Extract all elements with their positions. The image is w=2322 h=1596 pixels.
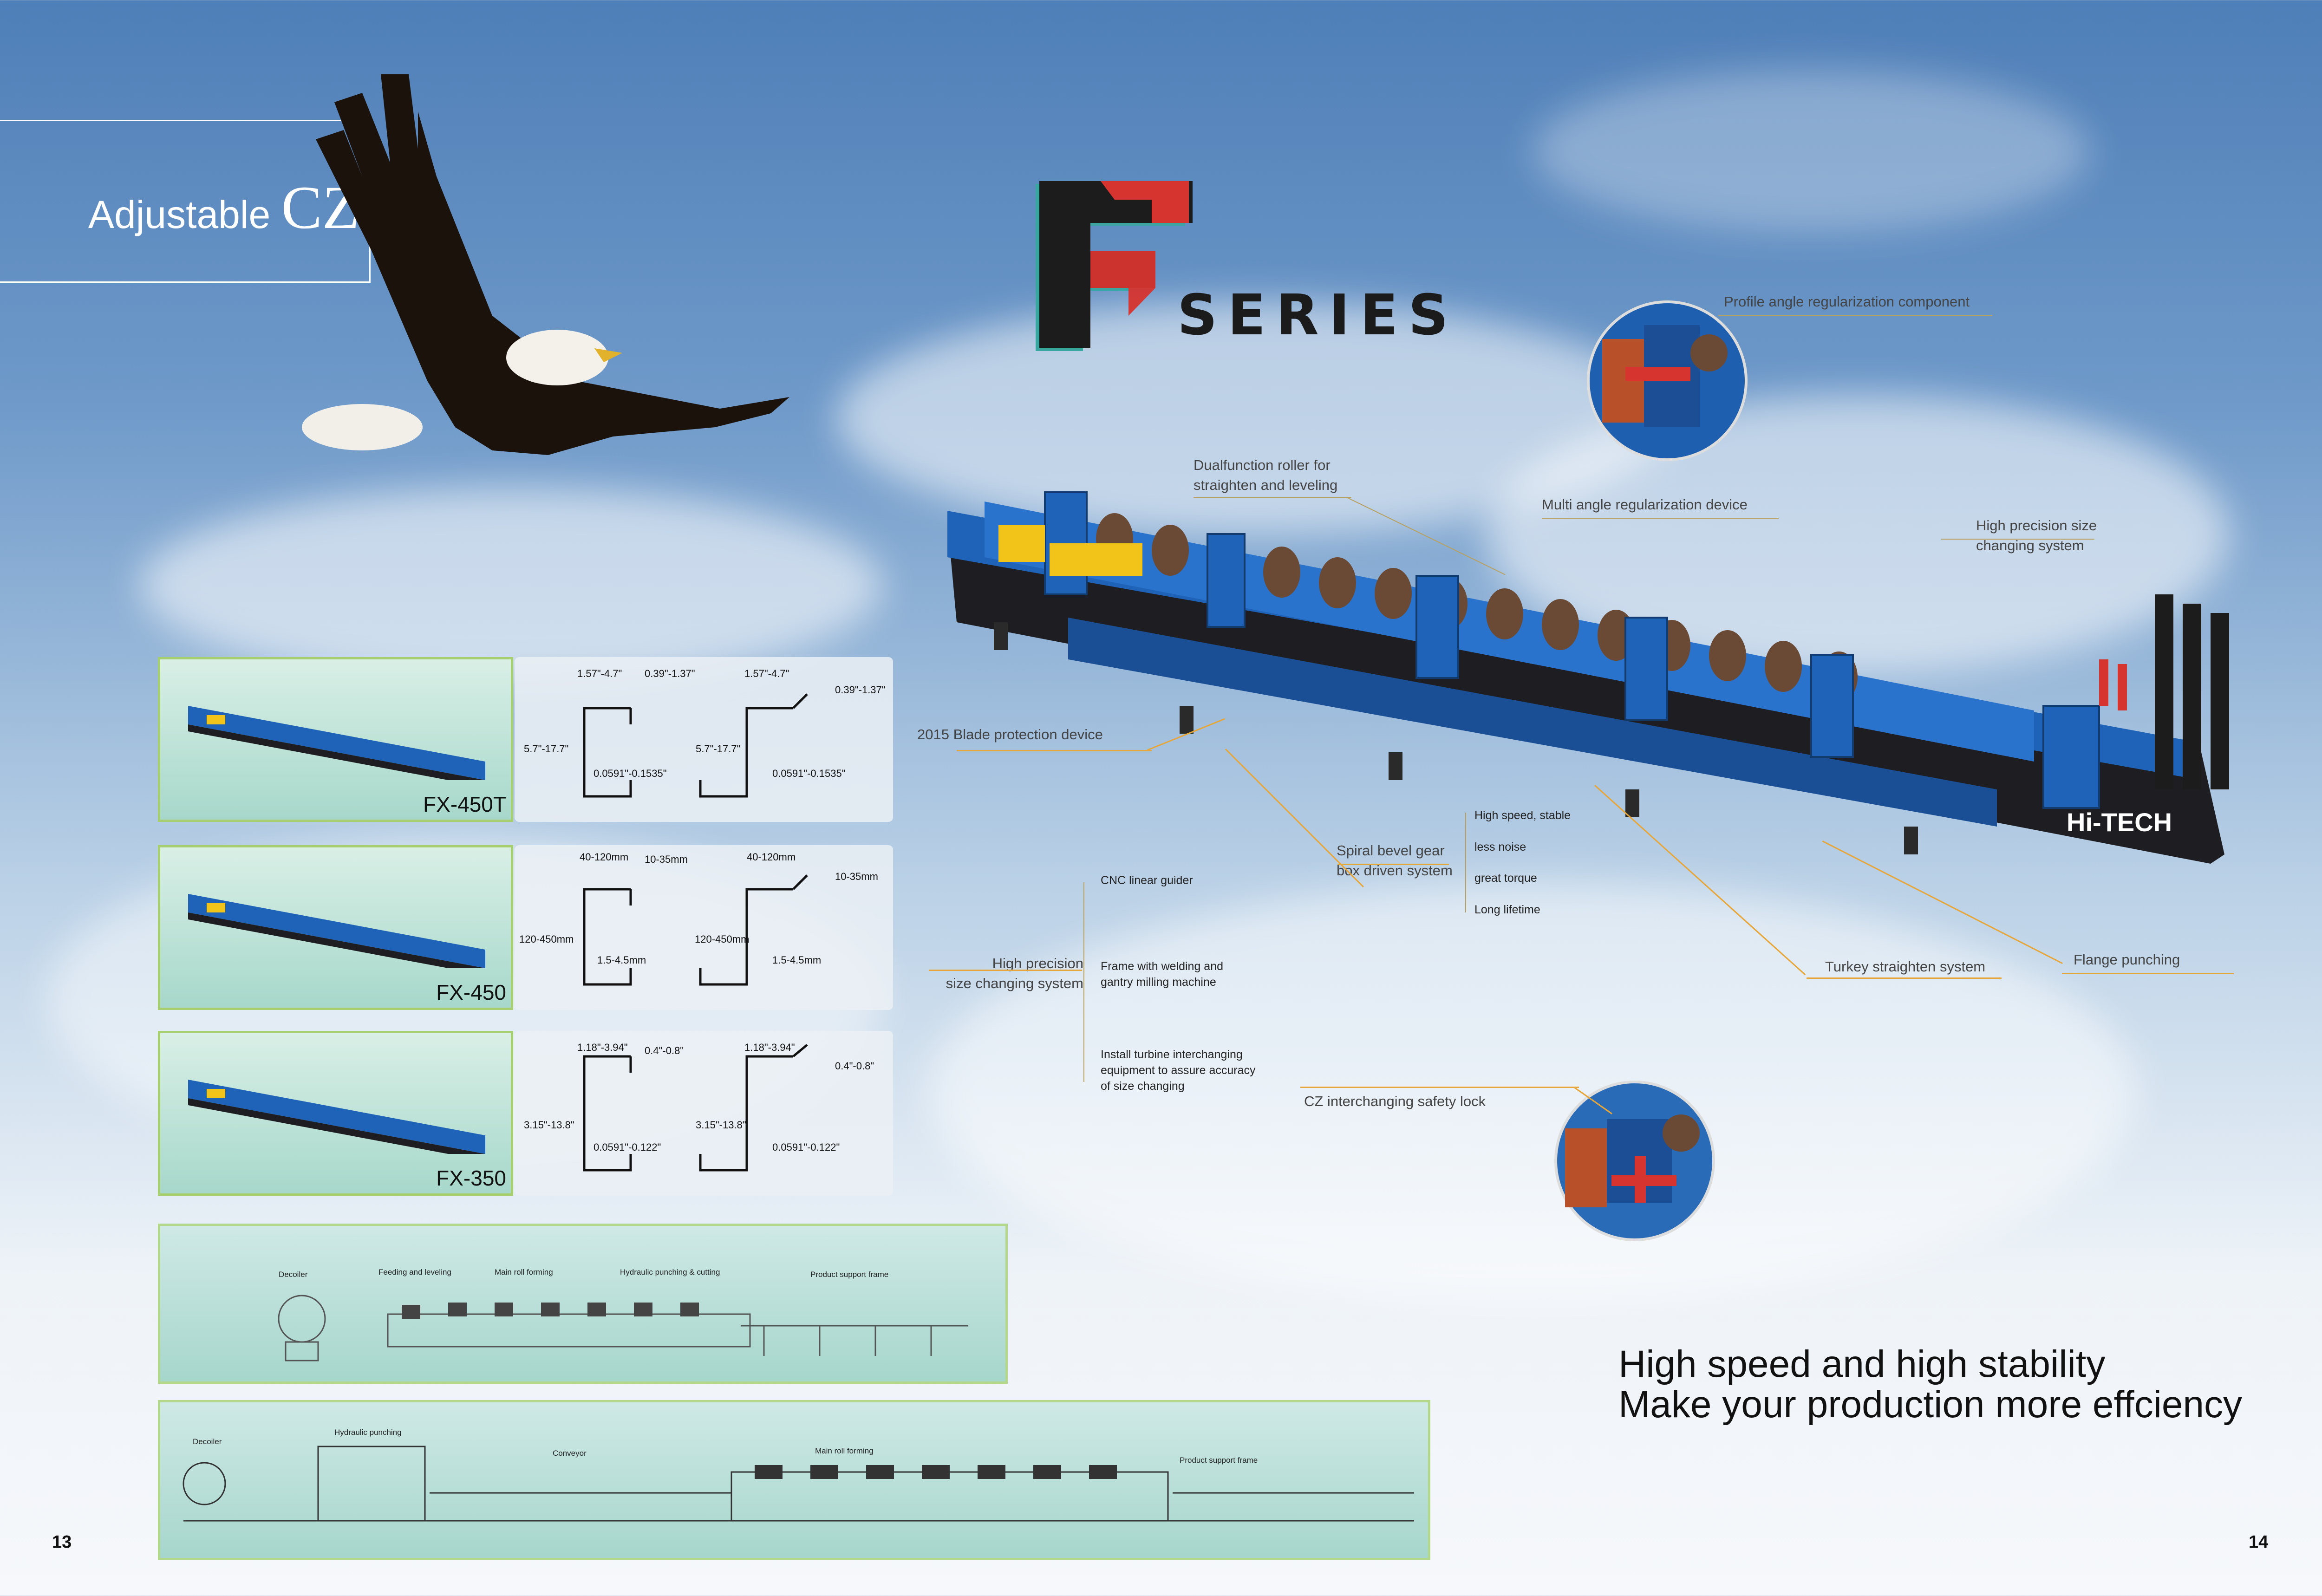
cz-lock-detail-image bbox=[1554, 1081, 1715, 1241]
layout-label: Main roll forming bbox=[495, 1268, 553, 1277]
model-name: FX-450 bbox=[436, 980, 506, 1004]
cz-profile-drawing bbox=[583, 1044, 808, 1172]
layout-label: Main roll forming bbox=[815, 1446, 874, 1455]
z-height-dim: 3.15"-13.8" bbox=[696, 1119, 746, 1131]
z-thick-dim: 0.0591"-0.1535" bbox=[772, 768, 846, 779]
c-thick-dim: 1.5-4.5mm bbox=[597, 954, 646, 966]
z-top-dim: 40-120mm bbox=[747, 851, 796, 863]
callout-multi-angle: Multi angle regularization device bbox=[1542, 496, 1748, 513]
spec-panel-fx450: 40-120mm 10-35mm 120-450mm 1.5-4.5mm 40-… bbox=[515, 845, 893, 1010]
layout-label: Hydraulic punching & cutting bbox=[620, 1268, 720, 1277]
slogan-line-2: Make your production more effciency bbox=[1618, 1383, 2243, 1426]
page-number-right: 14 bbox=[2249, 1532, 2269, 1552]
z-height-dim: 5.7"-17.7" bbox=[696, 743, 741, 755]
cloud bbox=[929, 882, 2136, 1300]
c-top-dim: 1.57"-4.7" bbox=[577, 668, 622, 679]
layout-label: Decoiler bbox=[193, 1437, 222, 1446]
model-name: FX-450T bbox=[423, 792, 506, 816]
c-lip-dim: 0.4"-0.8" bbox=[645, 1045, 684, 1056]
z-thick-dim: 1.5-4.5mm bbox=[772, 954, 822, 966]
hp-feature-cnc: CNC linear guider bbox=[1101, 874, 1193, 887]
layout-label: Conveyor bbox=[553, 1449, 587, 1458]
spiral-bracket bbox=[1465, 813, 1466, 912]
model-card-fx450: FX-450 bbox=[158, 845, 513, 1010]
layout-label: Product support frame bbox=[810, 1270, 889, 1279]
slogan-line-1: High speed and high stability bbox=[1618, 1343, 2106, 1385]
c-top-dim: 1.18"-3.94" bbox=[577, 1042, 628, 1053]
z-lip-dim: 0.39"-1.37" bbox=[835, 684, 886, 696]
callout-profile-angle: Profile angle regularization component bbox=[1724, 293, 1970, 310]
spiral-feature: great torque bbox=[1474, 872, 1537, 885]
c-thick-dim: 0.0591"-0.1535" bbox=[594, 768, 667, 779]
callout-turkey: Turkey straighten system bbox=[1825, 958, 1986, 975]
layout-label: Hydraulic punching bbox=[334, 1428, 402, 1437]
line-layout-2: Decoiler Hydraulic punching Conveyor Mai… bbox=[158, 1400, 1430, 1560]
layout-label: Feeding and leveling bbox=[378, 1268, 451, 1277]
z-height-dim: 120-450mm bbox=[695, 933, 750, 945]
callout-blade-protection: 2015 Blade protection device bbox=[917, 726, 1103, 743]
cz-profile-drawing bbox=[583, 693, 808, 798]
z-top-dim: 1.18"-3.94" bbox=[744, 1042, 795, 1053]
z-lip-dim: 10-35mm bbox=[835, 871, 878, 882]
spiral-feature: Long lifetime bbox=[1474, 903, 1540, 916]
profile-angle-detail-image bbox=[1587, 300, 1748, 461]
spec-panel-fx450t: 1.57"-4.7" 0.39"-1.37" 5.7"-17.7" 0.0591… bbox=[515, 657, 893, 822]
title-prefix: Adjustable bbox=[88, 193, 271, 236]
layout-drawing bbox=[183, 1446, 1414, 1522]
machine-illustration: Hi-TECH bbox=[947, 491, 2229, 864]
slogan: High speed and high stability Make your … bbox=[1618, 1344, 2242, 1425]
machine-thumbnail bbox=[188, 706, 485, 780]
eagle-image bbox=[302, 74, 789, 455]
spec-panel-fx350: 1.18"-3.94" 0.4"-0.8" 3.15"-13.8" 0.0591… bbox=[515, 1031, 893, 1196]
layout-label: Product support frame bbox=[1180, 1456, 1258, 1465]
c-height-dim: 120-450mm bbox=[519, 933, 574, 945]
cloud bbox=[139, 488, 882, 683]
layout-label: Decoiler bbox=[279, 1270, 308, 1279]
z-top-dim: 1.57"-4.7" bbox=[744, 668, 789, 679]
model-card-fx350: FX-350 bbox=[158, 1031, 513, 1196]
spiral-feature: less noise bbox=[1474, 840, 1526, 853]
f-series-logo bbox=[1036, 181, 1193, 351]
machine-thumbnail bbox=[188, 894, 485, 968]
machine-thumbnail bbox=[188, 1080, 485, 1154]
series-label: SERIES bbox=[1177, 283, 1459, 348]
model-card-fx450t: FX-450T bbox=[158, 657, 513, 822]
hp-bracket bbox=[1083, 882, 1084, 1082]
c-height-dim: 5.7"-17.7" bbox=[524, 743, 569, 755]
c-lip-dim: 0.39"-1.37" bbox=[645, 668, 695, 679]
c-lip-dim: 10-35mm bbox=[645, 853, 688, 865]
callout-cz-lock: CZ interchanging safety lock bbox=[1304, 1093, 1486, 1109]
layout-drawing bbox=[278, 1295, 968, 1361]
model-name: FX-350 bbox=[436, 1166, 506, 1190]
line-layout-1: Decoiler Feeding and leveling Main roll … bbox=[158, 1224, 1008, 1384]
callout-flange-punching: Flange punching bbox=[2074, 951, 2180, 968]
z-lip-dim: 0.4"-0.8" bbox=[835, 1060, 874, 1072]
c-top-dim: 40-120mm bbox=[580, 851, 629, 863]
brand-logo: Hi-TECH bbox=[2067, 808, 2172, 837]
c-thick-dim: 0.0591"-0.122" bbox=[594, 1141, 661, 1153]
c-height-dim: 3.15"-13.8" bbox=[524, 1119, 574, 1131]
page-number-left: 13 bbox=[52, 1532, 72, 1552]
z-thick-dim: 0.0591"-0.122" bbox=[772, 1141, 840, 1153]
cloud bbox=[1533, 70, 2090, 232]
cz-profile-drawing bbox=[583, 874, 808, 986]
spiral-feature: High speed, stable bbox=[1474, 809, 1571, 822]
